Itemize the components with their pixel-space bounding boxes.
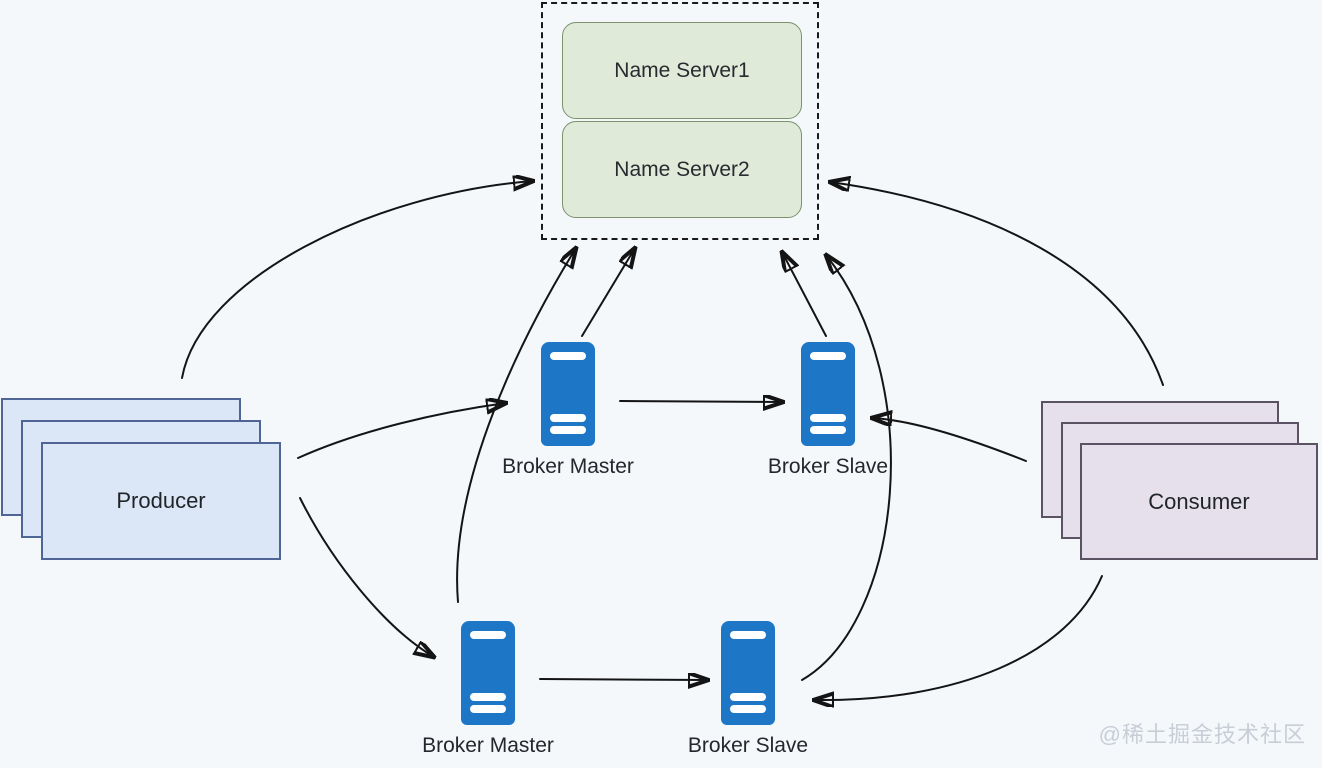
server-stripe [730, 693, 766, 701]
server-stripe [550, 414, 586, 422]
broker-master-top-node: Broker Master [478, 342, 658, 479]
server-icon [721, 621, 775, 725]
server-stripe [550, 352, 586, 360]
arrow-consumer-to-broker-slave-bottom [814, 575, 1103, 700]
arrow-producer-to-broker-master-top [297, 403, 506, 459]
broker-slave-bottom-label: Broker Slave [687, 734, 809, 757]
server-stripe [470, 693, 506, 701]
broker-slave-top-node: Broker Slave [738, 342, 918, 479]
server-stripe [550, 426, 586, 434]
consumer-label: Consumer [1148, 488, 1250, 514]
name-server-1-box: Name Server1 [562, 22, 802, 119]
arrow-broker-master-top-to-nameserver [581, 248, 635, 337]
name-server-2-box: Name Server2 [562, 121, 802, 218]
broker-master-bottom-label: Broker Master [422, 734, 554, 757]
server-stripe [730, 631, 766, 639]
server-stripe [810, 414, 846, 422]
broker-slave-top-label: Broker Slave [767, 455, 889, 478]
name-server-cluster: Name Server1 Name Server2 [541, 2, 819, 240]
watermark: @稀土掘金技术社区 [1098, 722, 1306, 747]
name-server-2-label: Name Server2 [614, 157, 750, 181]
server-stripe [470, 705, 506, 713]
producer-label: Producer [116, 488, 206, 513]
server-icon [541, 342, 595, 446]
producer-box: Producer [41, 442, 281, 560]
server-stripe [810, 426, 846, 434]
server-stripe [810, 352, 846, 360]
producer-node: Producer [1, 398, 282, 561]
arrow-broker-slave-top-to-nameserver [782, 252, 827, 337]
consumer-node: Consumer [1041, 401, 1322, 561]
broker-master-top-label: Broker Master [502, 455, 634, 478]
server-icon [801, 342, 855, 446]
broker-master-bottom-node: Broker Master [398, 621, 578, 758]
server-stripe [470, 631, 506, 639]
consumer-box: Consumer [1080, 443, 1318, 560]
server-stripe [730, 705, 766, 713]
server-icon [461, 621, 515, 725]
name-server-1-label: Name Server1 [614, 58, 750, 82]
broker-slave-bottom-node: Broker Slave [658, 621, 838, 758]
